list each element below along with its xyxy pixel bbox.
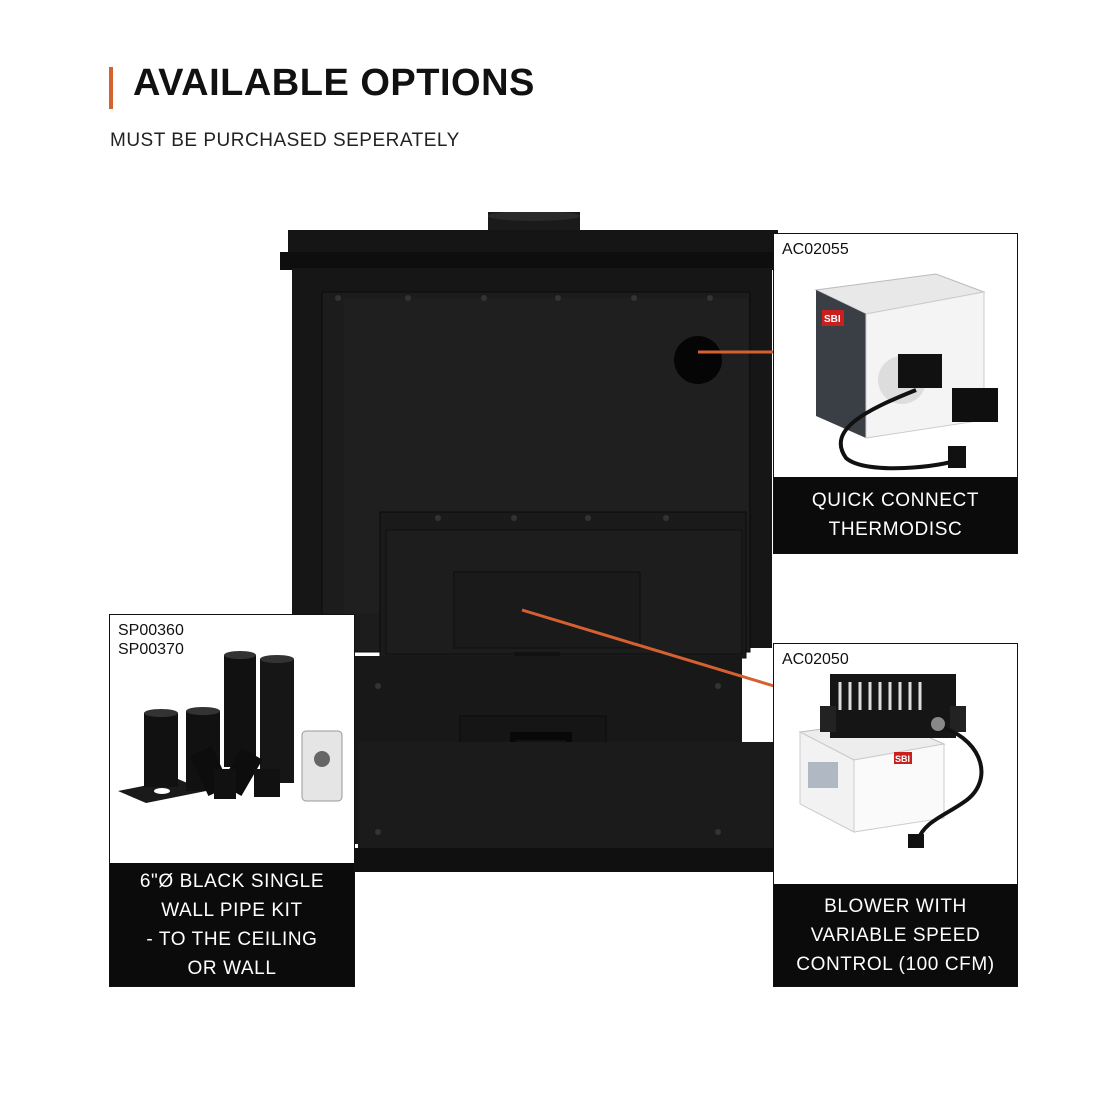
accent-bar bbox=[109, 67, 113, 109]
thermodisc-kit-icon: SBI bbox=[814, 273, 998, 471]
pipe-kit-icon bbox=[118, 651, 343, 803]
page-title: AVAILABLE OPTIONS bbox=[133, 62, 535, 104]
box-brand-text: SBI bbox=[824, 314, 841, 325]
option-card-thermodisc[interactable]: AC02055 SBI QUICK CONNECT THERMODISC bbox=[773, 233, 1018, 554]
option-card-blower[interactable]: AC02050 SBI BLOWER WITH VARIABLE SPEED C… bbox=[773, 643, 1018, 987]
caption-pipe-kit: 6"Ø BLACK SINGLE WALL PIPE KIT - TO THE … bbox=[110, 863, 354, 986]
caption-blower: BLOWER WITH VARIABLE SPEED CONTROL (100 … bbox=[774, 884, 1017, 986]
sku-label: AC02050 bbox=[782, 651, 849, 668]
base-plate bbox=[358, 742, 778, 852]
sku-label: AC02055 bbox=[782, 241, 849, 258]
stove-illustration bbox=[280, 212, 798, 872]
caption-thermodisc: QUICK CONNECT THERMODISC bbox=[774, 477, 1017, 553]
page-subtitle: MUST BE PURCHASED SEPERATELY bbox=[110, 130, 460, 151]
blower-icon: SBI bbox=[798, 674, 984, 848]
box-brand-text: SBI bbox=[895, 754, 910, 764]
option-card-pipe-kit[interactable]: SP00360 SP00370 6"Ø BLACK SINGLE WALL PI… bbox=[109, 614, 355, 987]
sku-label: SP00360 SP00370 bbox=[118, 622, 184, 658]
thermodisc-port bbox=[674, 336, 722, 384]
